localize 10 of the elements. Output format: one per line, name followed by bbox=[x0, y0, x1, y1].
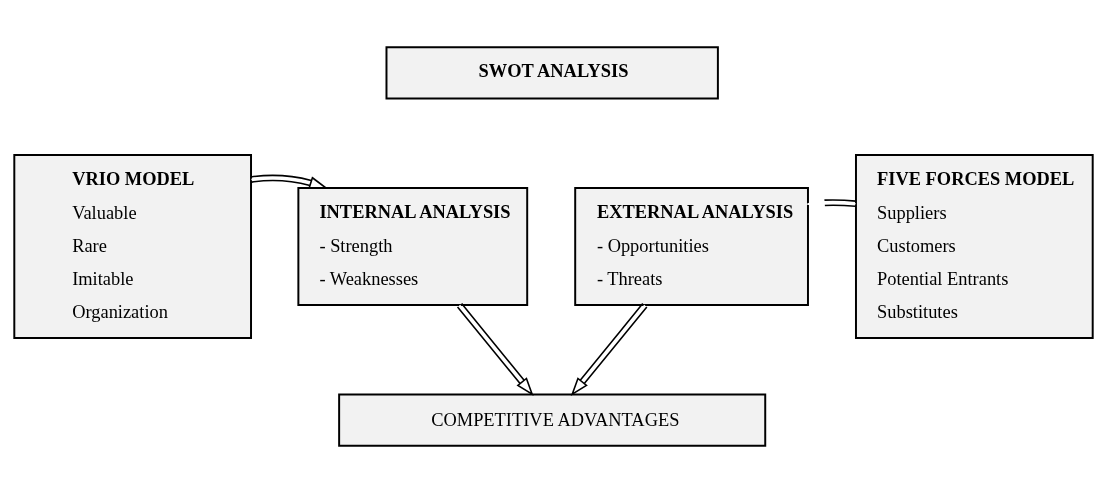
arrow bbox=[456, 302, 534, 397]
arrow bbox=[805, 196, 857, 210]
node-box: FIVE FORCES MODEL Suppliers Customers Potential Entrants Substitutes bbox=[855, 154, 1094, 339]
node-box: VRIO MODEL Valuable Rare Imitable Organization bbox=[13, 154, 252, 339]
arrow bbox=[250, 174, 329, 190]
arrow bbox=[570, 302, 648, 397]
node-box: EXTERNAL ANALYSIS - Opportunities - Threats bbox=[574, 187, 809, 306]
node-box: INTERNAL ANALYSIS - Strength - Weaknesses bbox=[297, 187, 529, 306]
node-box: SWOT ANALYSIS bbox=[385, 46, 719, 100]
node-box: COMPETITIVE ADVANTAGES bbox=[338, 393, 767, 447]
